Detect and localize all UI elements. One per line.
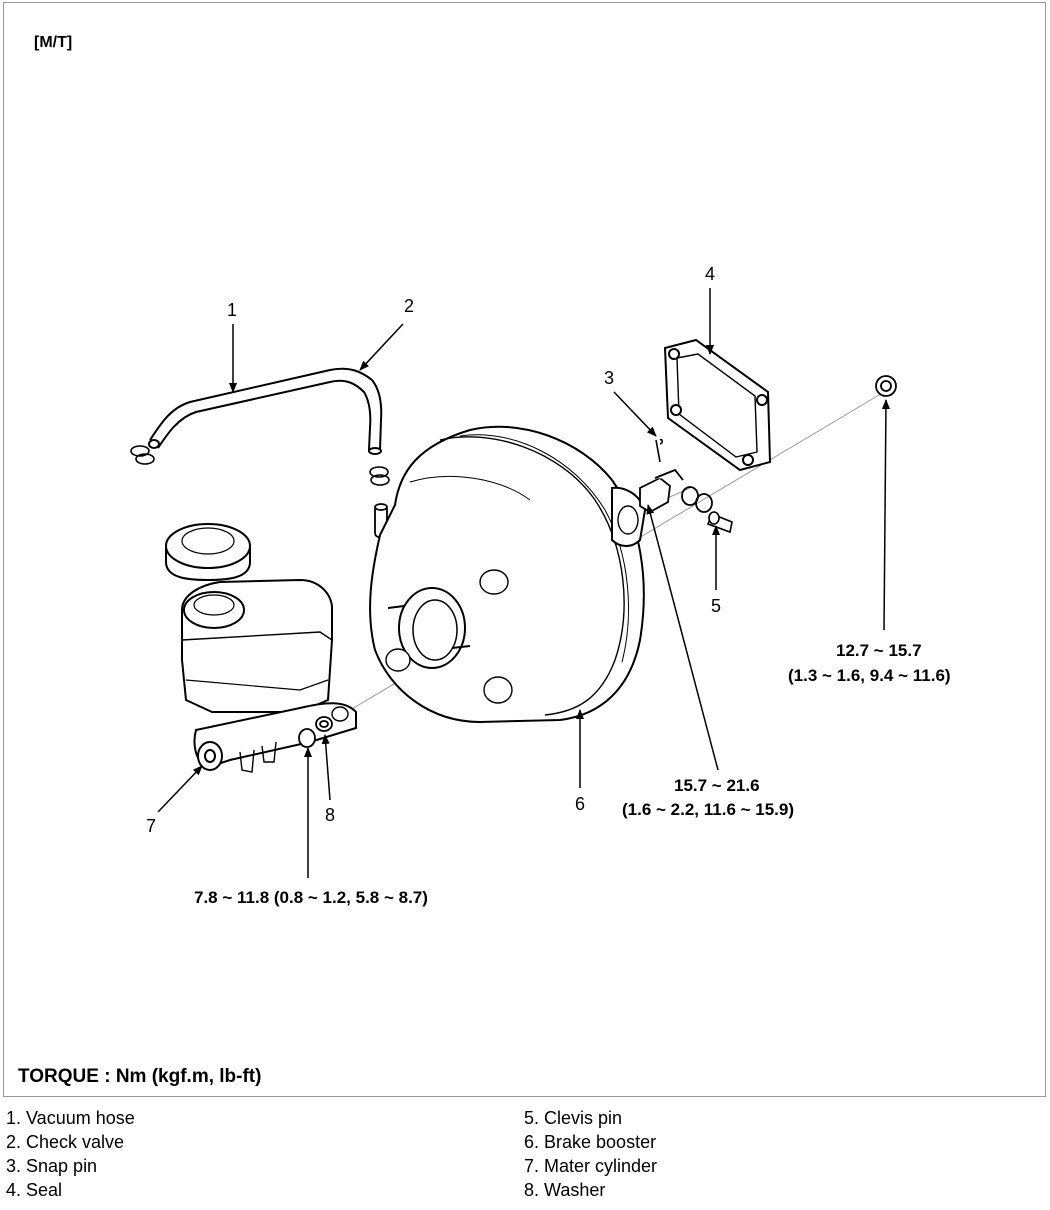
callout-5: 5 — [711, 596, 722, 616]
torque-seal-fastener-line2: (1.3 ~ 1.6, 9.4 ~ 11.6) — [788, 666, 951, 685]
callout-8: 8 — [325, 805, 336, 825]
callout-3: 3 — [604, 368, 615, 388]
washers — [681, 486, 713, 513]
torque-seal-fastener-line1: 12.7 ~ 15.7 — [836, 641, 922, 660]
torque-unit-note: TORQUE : Nm (kgf.m, lb-ft) — [18, 1066, 262, 1087]
hose-clamp-left — [130, 445, 155, 465]
legend-right: 5. Clevis pin 6. Brake booster 7. Mater … — [524, 1106, 657, 1202]
legend-item-clevis-pin: 5. Clevis pin — [524, 1108, 623, 1128]
leader-7 — [157, 765, 203, 813]
clevis-pin — [706, 511, 733, 534]
hose-clamp-right — [369, 466, 390, 486]
variant-label: [M/T] — [34, 34, 73, 51]
reservoir-cap — [165, 523, 251, 582]
vacuum-hose — [148, 367, 383, 455]
seal-ring — [298, 728, 316, 748]
clevis — [639, 468, 684, 514]
leader-arrows — [157, 288, 890, 878]
brake-booster-exploded-diagram — [130, 288, 897, 878]
torque-clevis-line2: (1.6 ~ 2.2, 11.6 ~ 15.9) — [622, 800, 795, 819]
torque-master-cylinder: 7.8 ~ 11.8 (0.8 ~ 1.2, 5.8 ~ 8.7) — [194, 888, 428, 907]
callout-6: 6 — [575, 794, 586, 814]
callout-4: 4 — [705, 264, 716, 284]
legend-item-check-valve: 2. Check valve — [6, 1132, 125, 1152]
legend-item-snap-pin: 3. Snap pin — [6, 1156, 98, 1176]
brake-booster — [369, 425, 647, 724]
callout-7: 7 — [146, 816, 157, 836]
legend-item-seal: 4. Seal — [6, 1180, 63, 1200]
legend-item-master-cylinder: 7. Mater cylinder — [524, 1156, 658, 1176]
callout-2: 2 — [404, 296, 415, 316]
legend-item-washer: 8. Washer — [524, 1180, 606, 1200]
diagram-frame — [3, 2, 1046, 1097]
leader-torque-seal — [881, 399, 890, 631]
legend-item-brake-booster: 6. Brake booster — [524, 1132, 657, 1152]
leader-8 — [321, 734, 331, 801]
nut — [875, 375, 897, 397]
legend-item-vacuum-hose: 1. Vacuum hose — [6, 1108, 135, 1128]
callout-1: 1 — [227, 300, 238, 320]
leader-2 — [359, 323, 404, 371]
washer-8 — [315, 716, 333, 732]
seal-gasket — [663, 338, 772, 472]
torque-clevis-line1: 15.7 ~ 21.6 — [674, 776, 760, 795]
legend-left: 1. Vacuum hose 2. Check valve 3. Snap pi… — [6, 1106, 135, 1202]
master-cylinder — [181, 578, 357, 773]
leader-torque-clevis — [646, 504, 719, 771]
leader-3 — [613, 391, 657, 437]
snap-pin — [655, 438, 664, 463]
